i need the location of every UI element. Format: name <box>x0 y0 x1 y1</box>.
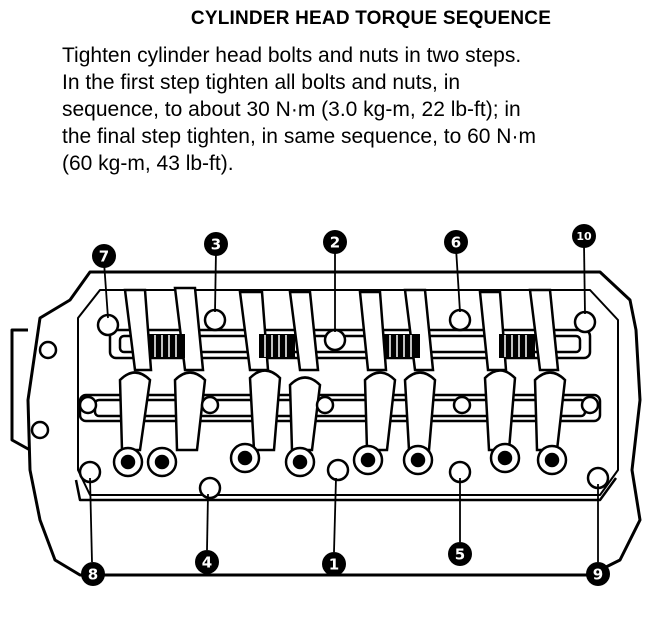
svg-text:2: 2 <box>330 234 340 252</box>
valve-adjusters <box>112 442 568 478</box>
left-flange <box>10 328 31 452</box>
callout-10: 10 <box>572 224 596 248</box>
head-outline <box>26 270 642 577</box>
leader-lines <box>89 243 599 563</box>
lower-rocker-arms <box>118 369 567 452</box>
callout-9: 9 <box>586 562 610 586</box>
svg-text:1: 1 <box>329 556 339 574</box>
callout-markers: 7 3 2 6 10 8 4 1 5 9 <box>81 224 610 586</box>
svg-text:4: 4 <box>202 554 212 572</box>
callout-6: 6 <box>444 230 468 254</box>
svg-text:9: 9 <box>593 566 603 584</box>
spring-coils <box>154 335 527 357</box>
lower-rocker-shaft <box>78 393 602 423</box>
callout-4: 4 <box>195 550 219 574</box>
torque-instructions: Tighten cylinder head bolts and nuts in … <box>62 42 652 177</box>
callout-2: 2 <box>323 230 347 254</box>
instruction-line: the final step tighten, in same sequence… <box>62 125 536 148</box>
instruction-line: sequence, to about 30 N·m (3.0 kg-m, 22 … <box>62 98 521 121</box>
inner-rim <box>77 289 619 496</box>
svg-text:7: 7 <box>99 248 109 266</box>
instruction-line: Tighten cylinder head bolts and nuts in … <box>62 44 522 67</box>
svg-text:6: 6 <box>451 234 461 252</box>
instruction-line: In the first step tighten all bolts and … <box>62 71 461 94</box>
svg-text:8: 8 <box>88 566 98 584</box>
upper-rocker-arms <box>123 286 560 372</box>
svg-text:5: 5 <box>455 546 465 564</box>
svg-text:3: 3 <box>211 236 221 254</box>
callout-5: 5 <box>448 542 472 566</box>
svg-text:10: 10 <box>576 230 592 243</box>
upper-rocker-shaft <box>108 328 592 360</box>
callout-7: 7 <box>92 244 116 268</box>
callout-3: 3 <box>204 232 228 256</box>
diagram-title: CYLINDER HEAD TORQUE SEQUENCE <box>190 8 552 29</box>
bottom-rail <box>74 477 618 502</box>
callout-8: 8 <box>81 562 105 586</box>
head-bolts <box>30 308 610 500</box>
callout-1: 1 <box>322 552 346 576</box>
instruction-line: (60 kg-m, 43 lb-ft). <box>62 152 234 175</box>
